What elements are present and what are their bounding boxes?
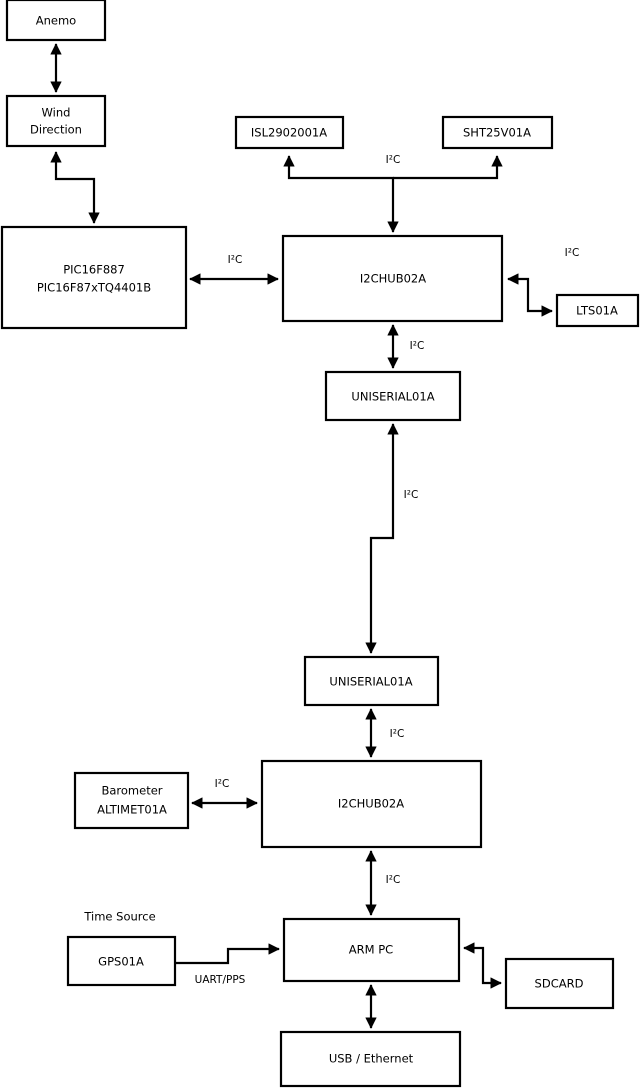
node-uniserial01a-top-label: UNISERIAL01A (351, 390, 434, 404)
edge-uniserial-link (365, 423, 399, 654)
node-uniserial01a-bottom-label: UNISERIAL01A (329, 675, 412, 689)
edge-hub-sht (393, 155, 503, 180)
node-sht25v01a-label: SHT25V01A (463, 126, 531, 140)
node-sht25v01a[interactable]: SHT25V01A (441, 115, 554, 150)
node-gps01a[interactable]: GPS01A (66, 935, 177, 987)
node-arm-pc-label: ARM PC (349, 943, 393, 957)
node-pic-microcontroller[interactable]: PIC16F887 PIC16F87xTQ4401B (0, 225, 188, 330)
node-uniserial01a-top[interactable]: UNISERIAL01A (324, 370, 462, 422)
node-sdcard[interactable]: SDCARD (504, 957, 615, 1010)
node-anemo-label: Anemo (36, 14, 76, 28)
edge-label-gps-armpc: UART/PPS (195, 974, 246, 986)
edge-label-uniserial-hub2: I²C (390, 728, 405, 740)
node-i2chub02a-top-label: I2CHUB02A (360, 272, 426, 286)
node-pic-label-line1: PIC16F887 (63, 263, 125, 277)
node-gps01a-label: GPS01A (98, 955, 144, 969)
edge-label-hub2-armpc: I²C (386, 874, 401, 886)
node-wind-direction[interactable]: Wind Direction (5, 94, 107, 148)
label-time-source: Time Source (83, 910, 155, 924)
edge-labels-layer: I²C I²C I²C I²C I²C I²C I²C I²C UART/PPS (195, 154, 580, 986)
node-barometer[interactable]: Barometer ALTIMET01A (73, 771, 190, 830)
node-i2chub02a-bottom[interactable]: I2CHUB02A (260, 759, 483, 849)
edge-label-hub-sensors: I²C (386, 154, 401, 166)
node-isl2902001a[interactable]: ISL2902001A (234, 115, 345, 150)
node-isl2902001a-label: ISL2902001A (251, 126, 327, 140)
edge-label-hub-uniserial: I²C (410, 340, 425, 352)
edge-hub-sensors-bus (283, 155, 399, 233)
node-i2chub02a-bottom-label: I2CHUB02A (338, 797, 404, 811)
node-lts01a-label: LTS01A (576, 304, 618, 318)
edge-label-baro-hub2: I²C (215, 778, 230, 790)
node-arm-pc[interactable]: ARM PC (282, 917, 461, 983)
edge-label-pic-hub: I²C (228, 254, 243, 266)
edge-armpc-sdcard (463, 942, 502, 989)
free-labels-layer: Time Source (83, 910, 155, 924)
edge-pic-wind (50, 151, 100, 224)
node-uniserial01a-bottom[interactable]: UNISERIAL01A (303, 655, 440, 707)
node-anemo[interactable]: Anemo (5, 0, 107, 42)
edge-label-hub-lts: I²C (565, 247, 580, 259)
node-sdcard-label: SDCARD (535, 977, 584, 991)
node-lts01a[interactable]: LTS01A (555, 293, 640, 328)
edge-label-uniserial-link: I²C (404, 489, 419, 501)
node-barometer-label-line2: ALTIMET01A (97, 803, 167, 817)
edge-hub-lts (507, 273, 553, 317)
node-wind-direction-label-line2: Direction (30, 123, 82, 137)
edge-gps-armpc (175, 943, 280, 965)
node-usb-ethernet[interactable]: USB / Ethernet (279, 1030, 462, 1088)
node-i2chub02a-top[interactable]: I2CHUB02A (281, 234, 504, 323)
node-barometer-label-line1: Barometer (101, 784, 162, 798)
node-wind-direction-label-line1: Wind (42, 106, 71, 120)
edges-layer (50, 43, 553, 1029)
node-pic-label-line2: PIC16F87xTQ4401B (37, 281, 151, 295)
node-usb-ethernet-label: USB / Ethernet (329, 1052, 414, 1066)
